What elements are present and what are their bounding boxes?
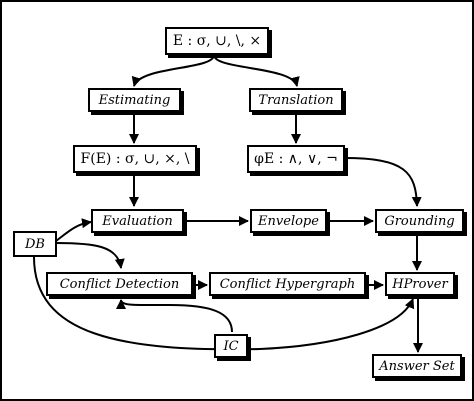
phi-node: φE : ∧, ∨, ¬ bbox=[247, 145, 345, 173]
edge-db-evaluation bbox=[55, 218, 92, 242]
db-node: DB bbox=[13, 231, 57, 257]
evaluation-label: Evaluation bbox=[102, 213, 173, 229]
edge-ic-conflict-detection bbox=[116, 299, 233, 333]
query-label: E : σ, ∪, \, × bbox=[172, 33, 262, 49]
edge-db-conflict-detection bbox=[55, 242, 125, 269]
translation-node: Translation bbox=[249, 88, 343, 112]
conflict-hypergraph-node: Conflict Hypergraph bbox=[209, 272, 366, 296]
ic-label: IC bbox=[223, 338, 239, 354]
edge-query-estimating bbox=[131, 54, 215, 87]
grounding-node: Grounding bbox=[375, 209, 464, 233]
translation-label: Translation bbox=[258, 92, 334, 108]
envelope-label: Envelope bbox=[258, 213, 319, 229]
edge-query-translation bbox=[213, 54, 300, 87]
answer-set-label: Answer Set bbox=[379, 358, 455, 374]
query-node: E : σ, ∪, \, × bbox=[165, 27, 269, 55]
grounding-label: Grounding bbox=[384, 213, 455, 229]
estimating-label: Estimating bbox=[98, 92, 171, 108]
envelope-node: Envelope bbox=[250, 209, 327, 233]
fe-node: F(E) : σ, ∪, ×, \ bbox=[73, 145, 197, 173]
evaluation-node: Evaluation bbox=[91, 209, 184, 233]
fe-label: F(E) : σ, ∪, ×, \ bbox=[80, 151, 190, 167]
answer-set-node: Answer Set bbox=[372, 354, 462, 378]
db-label: DB bbox=[25, 236, 45, 252]
conflict-detection-label: Conflict Detection bbox=[59, 276, 180, 292]
conflict-hypergraph-label: Conflict Hypergraph bbox=[219, 276, 356, 292]
hprover-node: HProver bbox=[385, 272, 455, 296]
edge-phi-grounding bbox=[343, 157, 422, 207]
ic-node: IC bbox=[214, 334, 248, 358]
conflict-detection-node: Conflict Detection bbox=[46, 272, 193, 296]
phi-label: φE : ∧, ∨, ¬ bbox=[254, 151, 338, 167]
hprover-label: HProver bbox=[392, 276, 448, 292]
estimating-node: Estimating bbox=[88, 88, 181, 112]
